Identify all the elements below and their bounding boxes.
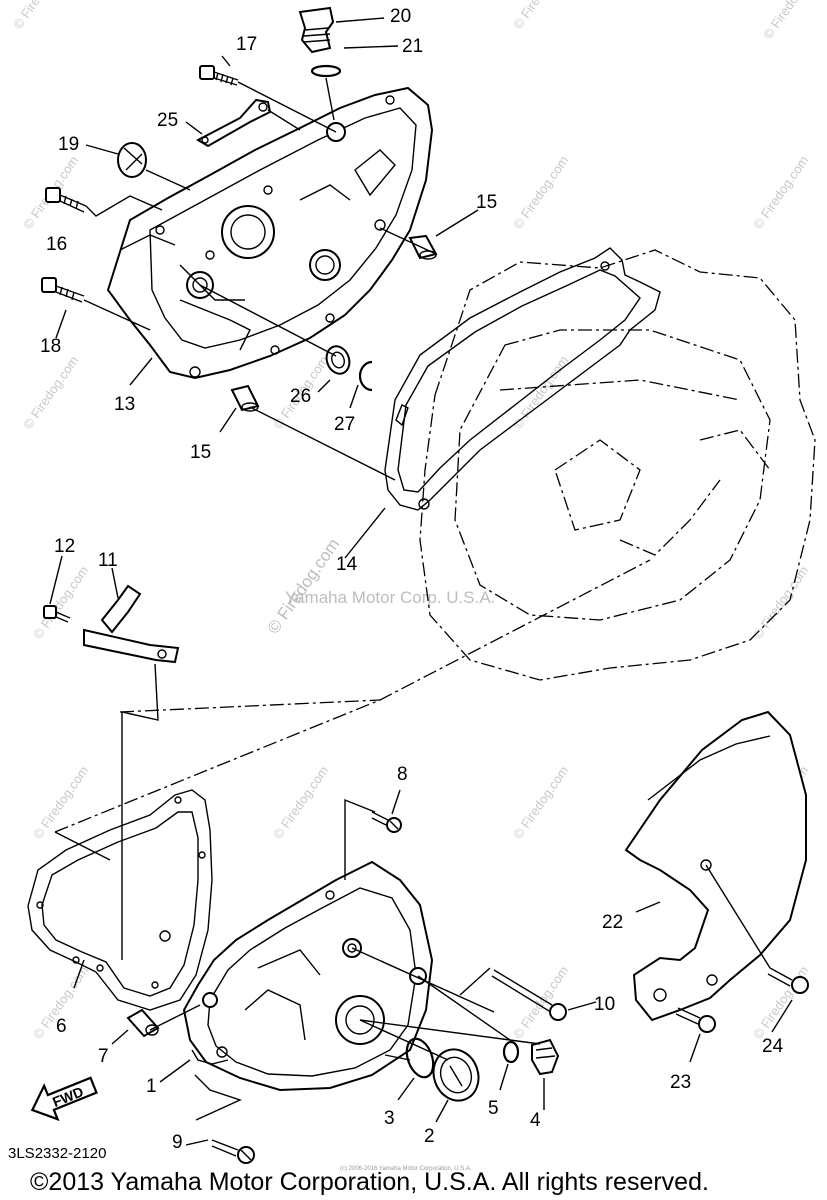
label-part-5: 5 <box>488 1098 499 1119</box>
part-9-screw <box>211 1139 255 1164</box>
label-part-19: 19 <box>58 134 79 155</box>
label-part-12: 12 <box>54 536 75 557</box>
label-part-13: 13 <box>114 394 135 415</box>
label-part-2: 2 <box>424 1126 435 1147</box>
watermark-site: © Firedog.com <box>510 0 571 32</box>
part-17-bolt <box>199 65 239 86</box>
label-part-11: 11 <box>98 550 118 571</box>
watermark-brand: Yamaha Motor Corp. U.S.A. <box>285 588 495 607</box>
label-part-10: 10 <box>594 994 615 1015</box>
watermark-site: © Firedog.com <box>750 563 811 642</box>
label-part-22: 22 <box>602 912 623 933</box>
part-4-plug <box>531 1038 560 1076</box>
label-part-21: 21 <box>402 36 423 57</box>
watermark-site: © Firedog.com <box>270 763 331 842</box>
watermark-site: © Firedog.com <box>760 0 821 42</box>
part-20-filler-cap <box>298 6 335 54</box>
watermark-site: © Firedog.com <box>30 563 91 642</box>
watermark-site: © Firedog.com <box>750 153 811 232</box>
label-part-7: 7 <box>98 1046 109 1067</box>
label-part-24: 24 <box>762 1036 784 1057</box>
footer-small-print: (c) 2006-2016 Yamaha Motor Corporation, … <box>340 1166 472 1172</box>
part-13-crankcase-cover <box>106 86 434 380</box>
watermark-site: © Firedog.com <box>510 153 571 232</box>
copyright-notice: ©2013 Yamaha Motor Corporation, U.S.A. A… <box>30 1168 709 1196</box>
part-23-bolt <box>675 1007 716 1033</box>
watermark-site: © Firedog.com <box>510 763 571 842</box>
watermark-site: © Firedog.com <box>20 353 81 432</box>
label-part-26: 26 <box>290 386 311 407</box>
fwd-arrow-label: FWD <box>50 1083 86 1110</box>
label-part-25: 25 <box>157 110 178 131</box>
part-26-oil-seal <box>325 345 351 375</box>
label-part-8: 8 <box>397 764 408 785</box>
label-part-17: 17 <box>236 34 257 55</box>
leader-lines-middle <box>49 555 651 960</box>
label-part-20: 20 <box>390 6 411 27</box>
label-part-15: 15 <box>190 442 211 463</box>
label-part-14: 14 <box>336 554 358 575</box>
part-19-plug <box>117 142 147 178</box>
part-15-dowel-lower <box>230 384 260 412</box>
part-7-dowel <box>126 1008 160 1038</box>
watermark-site: © Firedog.com <box>10 0 71 32</box>
part-18-bolt <box>41 277 85 303</box>
leader-lines-upper <box>55 17 479 559</box>
part-25-bracket <box>195 98 272 148</box>
part-24-bolt <box>767 967 809 994</box>
part-14-gasket-upper <box>384 247 661 511</box>
label-part-9: 9 <box>172 1132 183 1153</box>
engine-outline <box>419 249 816 681</box>
watermark-site-large: © Firedog.com <box>264 535 344 637</box>
diagram-code: 3LS2332-2120 <box>8 1145 106 1162</box>
part-6-gasket-lower <box>27 789 213 1011</box>
leader-lines-lower <box>73 789 793 1146</box>
part-11-bracket <box>83 584 180 664</box>
label-part-27: 27 <box>334 414 355 435</box>
part-27-circlip <box>358 360 373 392</box>
watermark-site: © Firedog.com <box>510 963 571 1042</box>
label-part-1: 1 <box>146 1076 157 1097</box>
fwd-arrow: FWD <box>30 1076 98 1122</box>
part-16-bolt <box>45 187 87 213</box>
label-part-18: 18 <box>40 336 61 357</box>
part-1-crankcase-cover-lower <box>182 860 434 1092</box>
label-part-4: 4 <box>530 1110 541 1131</box>
watermark-site: © Firedog.com <box>750 963 811 1042</box>
part-12-bolt <box>43 605 71 623</box>
part-8-screw <box>371 811 402 833</box>
part-5-o-ring <box>502 1040 520 1064</box>
part-2-cap <box>432 1048 480 1102</box>
part-number-labels: 20 21 17 25 19 16 15 18 13 26 27 15 14 1… <box>40 6 784 1153</box>
label-part-15: 15 <box>476 192 497 213</box>
part-21-o-ring <box>310 64 342 78</box>
label-part-23: 23 <box>670 1072 691 1093</box>
part-10-bolt <box>491 969 567 1021</box>
part-3-o-ring <box>405 1037 435 1079</box>
label-part-6: 6 <box>56 1016 67 1037</box>
part-22-cover <box>624 710 807 1022</box>
label-part-16: 16 <box>46 234 67 255</box>
label-part-3: 3 <box>384 1108 395 1129</box>
